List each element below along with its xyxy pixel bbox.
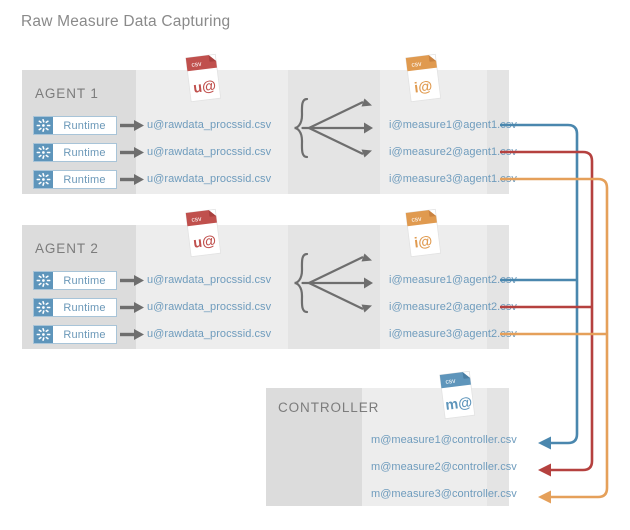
agent-1-title: AGENT 1 <box>35 86 99 101</box>
agent-2-runtime-0[interactable]: Runtime <box>33 271 117 290</box>
agent-2-outfile-0: i@measure1@agent2.csv <box>389 274 517 286</box>
sparkle-icon <box>34 299 53 316</box>
csv-file-label: i@ <box>413 233 433 251</box>
sparkle-icon <box>34 272 53 289</box>
agent-2-raw-csv-file-icon: csv u@ <box>185 208 222 258</box>
agent-2-runtime-label-2: Runtime <box>63 328 106 341</box>
agent-2-arrow-1 <box>120 302 144 313</box>
agent-1-outfile-0: i@measure1@agent1.csv <box>389 119 517 131</box>
controller-file-0: m@measure1@controller.csv <box>371 434 517 446</box>
agent-2-outfile-1: i@measure2@agent2.csv <box>389 301 517 313</box>
agent-2-group: AGENT 2 Runtime <box>22 225 517 349</box>
agent-1-runtime-2[interactable]: Runtime <box>33 170 117 189</box>
agent-1-runtime-0[interactable]: Runtime <box>33 116 117 135</box>
agent-2-arrow-2 <box>120 329 144 340</box>
agent-2-runtime-1[interactable]: Runtime <box>33 298 117 317</box>
agent-1-rawfile-2: u@rawdata_procssid.csv <box>147 173 272 185</box>
controller-label-panel <box>266 388 362 506</box>
agent-2-rawfile-2: u@rawdata_procssid.csv <box>147 328 272 340</box>
agent-2-runtime-2[interactable]: Runtime <box>33 325 117 344</box>
agent-1-runtime-label-2: Runtime <box>63 173 106 186</box>
agent-2-arrow-0 <box>120 275 144 286</box>
csv-badge-text: csv <box>411 216 422 224</box>
controller-title: CONTROLLER <box>278 400 380 415</box>
controller-file-2: m@measure3@controller.csv <box>371 488 517 500</box>
sparkle-icon <box>34 144 53 161</box>
agent-1-outfile-2: i@measure3@agent1.csv <box>389 173 517 185</box>
agent-1-fanout-graphic <box>294 98 373 159</box>
page-title: Raw Measure Data Capturing <box>21 13 231 30</box>
csv-file-label: u@ <box>192 78 217 97</box>
agent-1-outfile-1: i@measure2@agent1.csv <box>389 146 517 158</box>
agent-1-runtime-label-1: Runtime <box>63 146 106 159</box>
agent-1-runtime-label-0: Runtime <box>63 119 106 132</box>
agent-1-rawfile-1: u@rawdata_procssid.csv <box>147 146 272 158</box>
csv-file-label: i@ <box>413 78 433 96</box>
csv-file-label: m@ <box>445 395 474 414</box>
controller-file-1: m@measure2@controller.csv <box>371 461 517 473</box>
agent-1-arrow-1 <box>120 147 144 158</box>
agent-1-raw-csv-file-icon: csv u@ <box>185 53 222 103</box>
csv-file-label: u@ <box>192 233 217 252</box>
agent-2-runtime-label-1: Runtime <box>63 301 106 314</box>
agent-1-arrow-0 <box>120 120 144 131</box>
csv-badge-text: csv <box>191 216 202 224</box>
agent-2-rawfile-0: u@rawdata_procssid.csv <box>147 274 272 286</box>
agent-1-runtime-1[interactable]: Runtime <box>33 143 117 162</box>
agent-2-rawfile-1: u@rawdata_procssid.csv <box>147 301 272 313</box>
csv-badge-text: csv <box>445 378 456 386</box>
agent-2-runtime-label-0: Runtime <box>63 274 106 287</box>
measure2-connector <box>500 150 594 477</box>
agent-1-rawfile-0: u@rawdata_procssid.csv <box>147 119 272 131</box>
agent-1-arrow-2 <box>120 174 144 185</box>
sparkle-icon <box>34 171 53 188</box>
agent-2-fanout-graphic <box>294 253 373 314</box>
measure3-connector <box>500 177 609 504</box>
agent-2-title: AGENT 2 <box>35 241 99 256</box>
sparkle-icon <box>34 117 53 134</box>
sparkle-icon <box>34 326 53 343</box>
agent-1-out-csv-file-icon: csv i@ <box>405 53 442 103</box>
agent-2-outfile-2: i@measure3@agent2.csv <box>389 328 517 340</box>
csv-badge-text: csv <box>411 61 422 69</box>
csv-badge-text: csv <box>191 61 202 69</box>
agent-2-out-csv-file-icon: csv i@ <box>405 208 442 258</box>
controller-csv-file-icon: csv m@ <box>439 370 476 420</box>
controller-group: CONTROLLER m@measure1@controller.csv m@m… <box>266 388 517 506</box>
